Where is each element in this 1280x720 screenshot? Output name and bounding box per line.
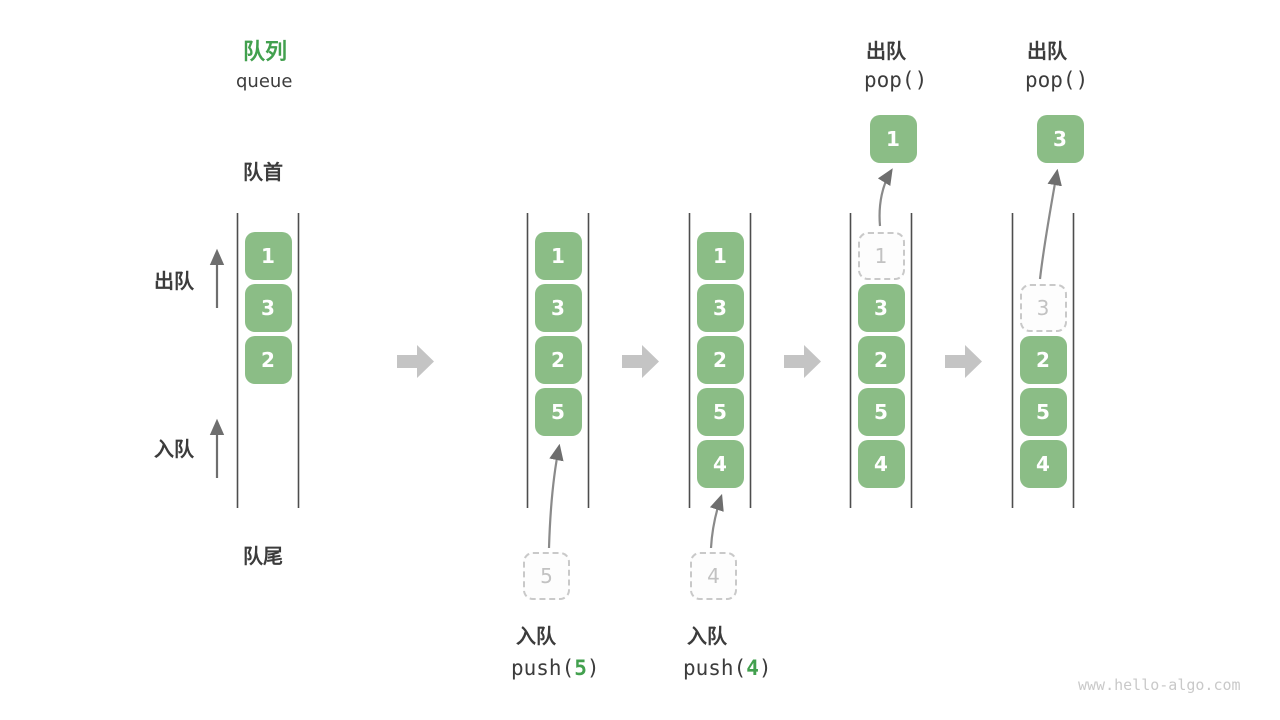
queue-item-box: 5 xyxy=(696,388,744,436)
queue-front-label: 队首 xyxy=(243,162,283,184)
push-op-code: push(4) xyxy=(683,656,772,680)
queue-item-box: 4 xyxy=(857,440,905,488)
queue-item-box: 2 xyxy=(534,336,582,384)
pop-op-label: 出队 xyxy=(866,41,906,63)
pop-op-code: pop() xyxy=(1025,68,1089,92)
push-op-label: 入队 xyxy=(516,626,556,648)
queue-item-box: 2 xyxy=(1019,336,1067,384)
popped-item-box: 3 xyxy=(1036,115,1084,163)
pending-item-ghost: 5 xyxy=(523,552,570,600)
pending-item-ghost: 4 xyxy=(690,552,737,600)
dequeue-side-label: 出队 xyxy=(154,271,194,293)
queue-item-box: 3 xyxy=(534,284,582,332)
watermark: www.hello-algo.com xyxy=(1078,676,1241,694)
enqueue-side-label: 入队 xyxy=(154,439,194,461)
push-4-arrow-icon xyxy=(709,493,724,549)
diagram-title: 队列 xyxy=(243,39,288,64)
queue-item-box: 2 xyxy=(244,336,292,384)
code-text: push( xyxy=(683,656,747,680)
queue-item-box: 1 xyxy=(244,232,292,280)
code-text: ) xyxy=(758,656,772,680)
dequeued-item-ghost: 1 xyxy=(857,232,905,280)
step-arrow-4-icon xyxy=(945,345,982,378)
push-op-label: 入队 xyxy=(687,626,727,648)
dequeued-item-ghost: 3 xyxy=(1019,284,1067,332)
code-text: ) xyxy=(586,656,600,680)
pop-3-arrow-icon xyxy=(1038,168,1062,280)
queue-item-box: 4 xyxy=(696,440,744,488)
popped-item-box: 1 xyxy=(869,115,917,163)
pop-1-arrow-icon xyxy=(877,168,893,227)
queue-item-box: 5 xyxy=(1019,388,1067,436)
step-arrow-3-icon xyxy=(784,345,821,378)
step-arrow-2-icon xyxy=(622,345,659,378)
pop-op-label: 出队 xyxy=(1027,41,1067,63)
queue-item-box: 4 xyxy=(1019,440,1067,488)
queue-container-walls xyxy=(236,213,1075,508)
queue-item-box: 5 xyxy=(857,388,905,436)
queue-item-box: 1 xyxy=(696,232,744,280)
push-5-arrow-icon xyxy=(547,443,564,549)
queue-item-box: 2 xyxy=(857,336,905,384)
queue-item-box: 3 xyxy=(244,284,292,332)
code-arg: 4 xyxy=(746,656,759,680)
step-arrow-1-icon xyxy=(397,345,434,378)
queue-item-box: 2 xyxy=(696,336,744,384)
queue-item-box: 1 xyxy=(534,232,582,280)
queue-rear-label: 队尾 xyxy=(243,546,283,568)
queue-item-box: 3 xyxy=(857,284,905,332)
code-text: push( xyxy=(511,656,575,680)
queue-item-box: 5 xyxy=(534,388,582,436)
code-arg: 5 xyxy=(574,656,587,680)
pop-op-code: pop() xyxy=(864,68,928,92)
diagram-subtitle: queue xyxy=(236,71,293,92)
push-op-code: push(5) xyxy=(511,656,600,680)
queue-item-box: 3 xyxy=(696,284,744,332)
